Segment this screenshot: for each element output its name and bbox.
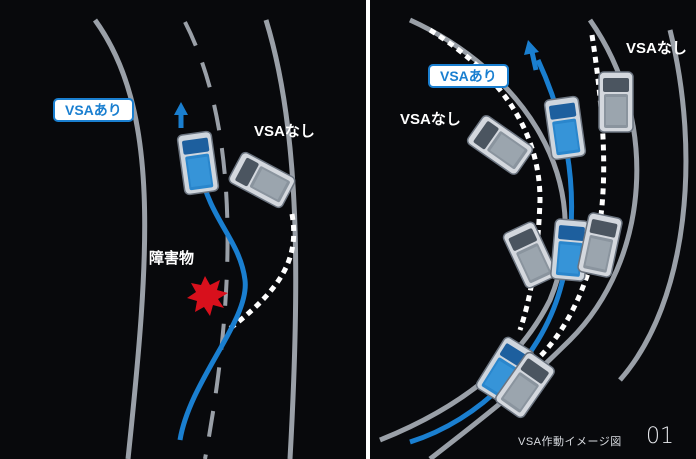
road-edge-outer-right [263,19,299,459]
vsa-off-label-top: VSAなし [626,40,687,57]
right-road-illustration [379,17,689,459]
vsa-on-callout: VSAあり [428,64,509,88]
vsa-on-path [177,169,248,441]
vsa-on-callout: VSAあり [53,98,134,122]
arrow-up-icon [524,40,539,55]
page-number: 01 [646,424,674,449]
car-icon [543,95,587,161]
arrow-up-icon [174,102,188,115]
car-icon [176,130,220,196]
vsa-off-label-left: VSAなし [400,111,461,128]
obstacle-burst-icon [187,276,228,316]
road-edge-far [618,29,689,382]
car-icon [598,71,634,133]
road-center-dashed [183,21,230,459]
arrow-up-icon [529,51,539,71]
vsa-off-label: VSAなし [254,123,315,140]
left-road-illustration [92,18,299,459]
vsa-off-path [226,213,297,332]
car-icon [501,219,559,291]
car-icon [226,150,298,210]
vsa-off-path [508,34,607,383]
right-scene-panel: VSAあり VSAなし VSAなし VSA作動イメージ図 01 [370,0,696,459]
left-scene-panel: VSAあり VSAなし 障害物 [0,0,366,459]
obstacle-label: 障害物 [149,250,195,267]
road-edge-outer-left [92,18,148,459]
figure-caption: VSA作動イメージ図 [518,436,622,448]
